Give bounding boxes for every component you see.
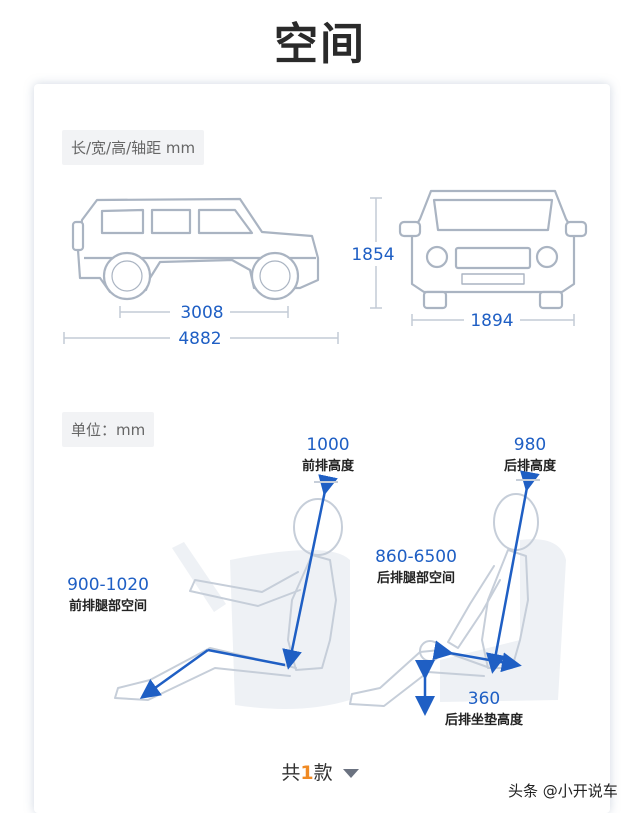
variant-count-dropdown[interactable]: 共1款 bbox=[0, 758, 640, 785]
dims-unit-tag: 长/宽/高/轴距 mm bbox=[62, 130, 205, 165]
space-card bbox=[34, 84, 610, 813]
seat-unit-tag: 单位：mm bbox=[62, 412, 155, 447]
count-number: 1 bbox=[300, 762, 314, 784]
caret-down-icon[interactable] bbox=[342, 769, 359, 778]
page-title: 空间 bbox=[274, 19, 366, 70]
count-suffix: 款 bbox=[313, 762, 333, 784]
watermark: 头条 @小开说车 bbox=[508, 782, 618, 800]
count-prefix: 共 bbox=[281, 762, 301, 784]
